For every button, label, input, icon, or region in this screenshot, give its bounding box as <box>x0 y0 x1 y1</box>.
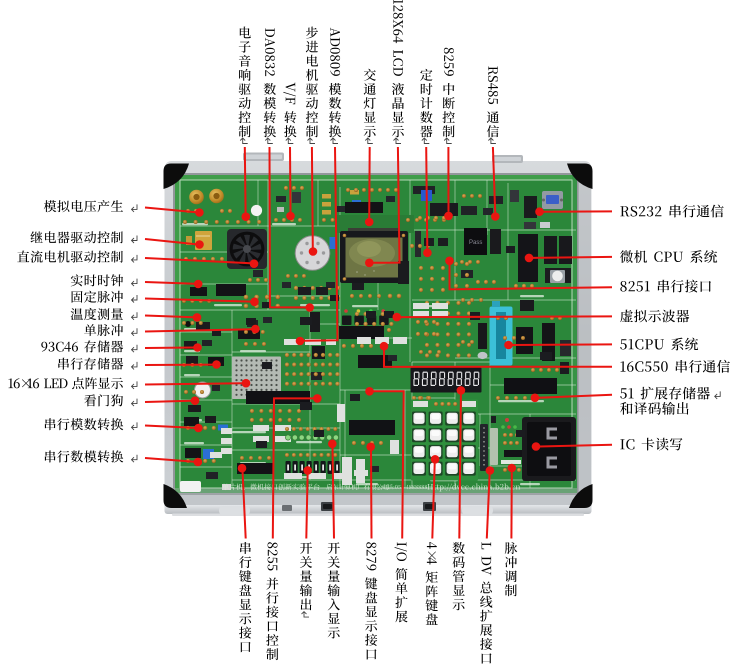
svg-text:Pass: Pass <box>469 240 482 246</box>
